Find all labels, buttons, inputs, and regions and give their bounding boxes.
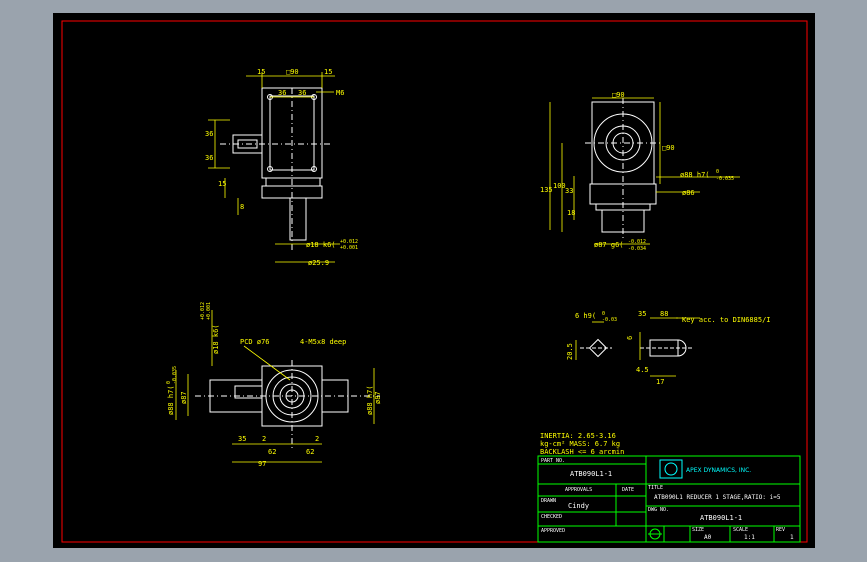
tb-title-label: TITLE xyxy=(648,485,663,491)
side-dim-fit-a-dn: -0.035 xyxy=(716,176,734,182)
key-dim-kw-dn: -0.03 xyxy=(602,317,617,323)
side-dim-fit-a: ø88 h7( xyxy=(680,171,710,179)
key-dim-kw: 6 h9( xyxy=(575,312,596,320)
side-view-dimensions xyxy=(549,97,740,245)
key-dim-6: 6 xyxy=(626,336,634,340)
side-dim-18: 18 xyxy=(567,209,575,217)
side-dim-33: 33 xyxy=(565,187,573,195)
key-detail-dimensions xyxy=(575,317,700,377)
title-block xyxy=(537,455,801,543)
key-dim-17: 17 xyxy=(656,378,664,386)
bottom-dim-dia-l1-dn: -0.035 xyxy=(172,366,178,384)
dim-36b: 36 xyxy=(298,89,306,97)
tb-scale: 1:1 xyxy=(744,534,755,541)
bottom-dim-dia-l1-up: 0 xyxy=(166,381,172,384)
key-note: Key acc. to DIN6885/I xyxy=(682,316,771,324)
side-dim-fit-b-dn: -0.034 xyxy=(628,246,646,252)
bottom-dim-dia-l2: ø87 xyxy=(180,391,188,404)
front-view xyxy=(220,87,330,250)
tb-company: APEX DYNAMICS, INC. xyxy=(686,467,751,474)
bottom-view-dimensions xyxy=(175,310,375,463)
dim-v36b: 36 xyxy=(205,154,213,162)
bottom-dim-tap: 4-M5x8 deep xyxy=(300,338,346,346)
tb-part-no-label: PART NO. xyxy=(541,458,565,464)
key-dim-kw-up: 0 xyxy=(602,311,605,317)
dim-25: ø25.9 xyxy=(308,259,329,267)
side-dim-fit-b: ø87 g6( xyxy=(594,241,624,249)
bottom-dim-35: 35 xyxy=(238,435,246,443)
title-block-text: PART NO. ATB090L1-1 APPROVALS DATE DRAWN… xyxy=(541,458,794,541)
note-mass: kg-cm² MASS: 6.7 kg xyxy=(540,440,620,448)
tb-rev-label: REV xyxy=(776,527,785,533)
bottom-dim-dia-r: ø88 h7( xyxy=(366,385,374,415)
bottom-dim-pcd: PCD ø76 xyxy=(240,338,270,346)
dim-shaft-fit-up: +0.012 xyxy=(340,239,358,245)
dim-m6: M6 xyxy=(336,89,344,97)
side-dim-86: ø86 xyxy=(682,189,695,197)
tb-scale-label: SCALE xyxy=(733,527,748,533)
side-dim-fit-b-up: -0.012 xyxy=(628,239,646,245)
window-top-bar xyxy=(0,0,867,13)
note-inertia: INERTIA: 2.65-3.16 xyxy=(540,432,616,440)
tb-dwg-no-label: DWG NO. xyxy=(648,507,669,513)
dim-15a: 15 xyxy=(257,68,265,76)
bottom-view xyxy=(195,360,380,450)
tb-approved-label: APPROVED xyxy=(541,528,565,534)
side-dim-sq90v: □90 xyxy=(662,144,675,152)
side-dim-135: 135 xyxy=(540,186,553,194)
bottom-dim-dia-r2: ø87 xyxy=(374,391,382,404)
side-dim-100: 100 xyxy=(553,182,566,190)
dim-v36a: 36 xyxy=(205,130,213,138)
note-backlash: BACKLASH <= 6 arcmin xyxy=(540,448,624,456)
bottom-dim-fit-l-up: +0.012 xyxy=(200,302,206,320)
tb-checked-label: CHECKED xyxy=(541,514,562,520)
key-detail xyxy=(580,338,692,358)
tb-rev: 1 xyxy=(790,534,794,541)
dim-sq90: □90 xyxy=(286,68,299,76)
bottom-dim-62b: 62 xyxy=(306,448,314,456)
front-view-dimensions xyxy=(208,72,340,263)
dim-36a: 36 xyxy=(278,89,286,97)
side-view xyxy=(585,98,662,238)
tb-size: A0 xyxy=(704,534,712,541)
tb-dwg-no: ATB090L1-1 xyxy=(700,514,742,522)
side-dim-sq90: □90 xyxy=(612,91,625,99)
tb-drawn-label: DRAWN xyxy=(541,498,556,504)
bottom-dim-2a: 2 xyxy=(262,435,266,443)
tb-size-label: SIZE xyxy=(692,527,704,533)
key-dim-88: 88 xyxy=(660,310,668,318)
key-dim-h205: 20.5 xyxy=(566,343,574,360)
key-dim-45: 4.5 xyxy=(636,366,649,374)
tb-date-label: DATE xyxy=(622,487,634,493)
tb-title: ATB090L1 REDUCER 1 STAGE,RATIO: i=5 xyxy=(654,494,781,501)
dim-shaft-fit-dn: +0.001 xyxy=(340,245,358,251)
bottom-dim-97: 97 xyxy=(258,460,266,468)
spec-notes: INERTIA: 2.65-3.16 kg-cm² MASS: 6.7 kg B… xyxy=(540,432,624,456)
tb-part-no: ATB090L1-1 xyxy=(570,470,612,478)
drawing-frame xyxy=(61,20,808,543)
window-bottom-bar xyxy=(0,548,867,562)
title-block-logo xyxy=(648,459,683,540)
dim-shaft-fit: ø18 k6( xyxy=(306,241,336,249)
side-dim-fit-a-up: 0 xyxy=(716,169,719,175)
drawing-canvas[interactable] xyxy=(53,13,815,548)
bottom-dim-2b: 2 xyxy=(315,435,319,443)
bottom-dim-dia-l1: ø88 h7( xyxy=(167,385,175,415)
bottom-view-labels: PCD ø76 4-M5x8 deep ø18 k6( +0.012 +0.00… xyxy=(166,302,382,468)
bottom-dim-62a: 62 xyxy=(268,448,276,456)
dim-8v: 8 xyxy=(240,203,244,211)
tb-drawn: Cindy xyxy=(568,502,589,510)
front-view-labels: 15 □90 15 36 36 M6 36 36 15 8 ø18 k6( +0… xyxy=(205,68,358,267)
key-dim-35: 35 xyxy=(638,310,646,318)
bottom-dim-fit-l: ø18 k6( xyxy=(212,324,220,354)
dim-15b: 15 xyxy=(324,68,332,76)
tb-approvals-label: APPROVALS xyxy=(565,487,592,493)
bottom-dim-fit-l-dn: +0.001 xyxy=(206,302,212,320)
key-detail-labels: 6 h9( 0 -0.03 20.5 35 88 Key acc. to DIN… xyxy=(566,310,771,386)
side-view-labels: □90 □90 135 100 33 18 ø88 h7( 0 -0.035 ø… xyxy=(540,91,734,252)
dim-15v: 15 xyxy=(218,180,226,188)
